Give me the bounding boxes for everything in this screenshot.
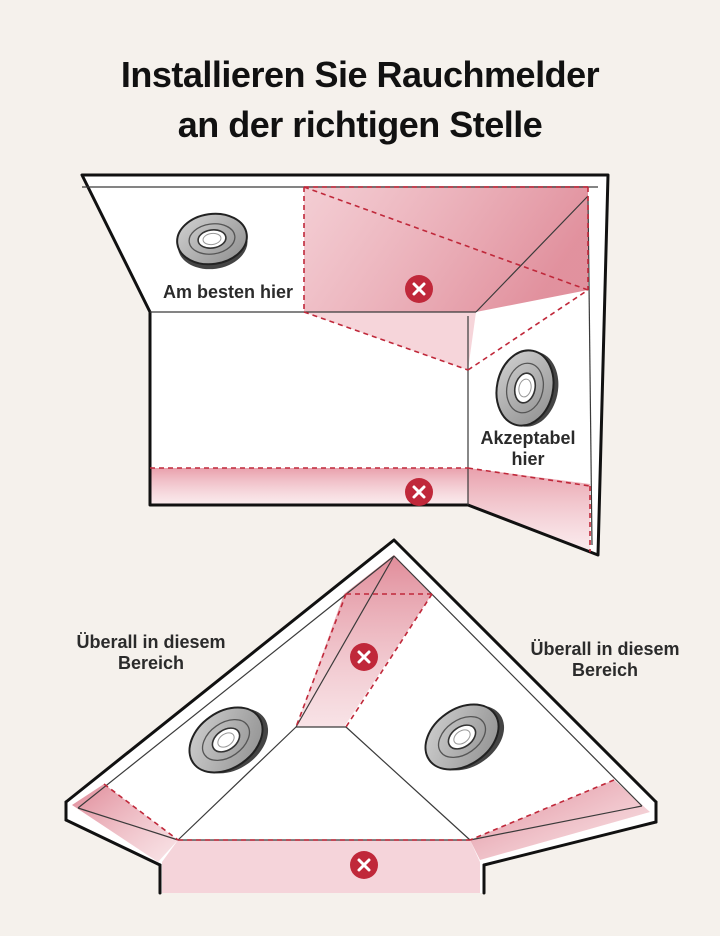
- x-circle-icon: [350, 851, 378, 879]
- x-circle-icon: [405, 275, 433, 303]
- top-bottom-right-no-zone: [468, 468, 590, 552]
- bottom-right-edge-no-zone: [470, 780, 650, 860]
- label-anywhere-right: Überall in diesem Bereich: [530, 639, 680, 680]
- smoke-detector-icon: [176, 212, 248, 270]
- bottom-room-outline: [64, 538, 658, 895]
- bottom-room-surface: [66, 540, 656, 893]
- top-zone-dashes: [150, 186, 591, 552]
- smoke-detector-icon: [188, 706, 269, 774]
- top-room: [80, 173, 610, 557]
- page-title: Installieren Sie Rauchmelder an der rich…: [0, 50, 720, 150]
- smoke-detector-icon: [424, 703, 505, 771]
- top-bottom-left-no-zone: [150, 468, 468, 505]
- label-anywhere-left: Überall in diesem Bereich: [76, 632, 226, 673]
- label-best-here: Am besten hier: [162, 282, 294, 302]
- bottom-zone-dashes: [103, 593, 615, 841]
- bottom-front-no-zone: [162, 840, 480, 893]
- title-line-2: an der richtigen Stelle: [177, 104, 543, 145]
- x-circle-icon: [350, 643, 378, 671]
- bottom-room: [64, 538, 658, 895]
- x-circle-icon: [405, 478, 433, 506]
- title-line-1: Installieren Sie Rauchmelder: [120, 54, 600, 95]
- smoke-detector-icon: [495, 349, 559, 427]
- bottom-ridge-no-zone: [296, 555, 432, 727]
- top-ceiling-no-zone: [304, 186, 588, 312]
- label-acceptable-here: Akzeptabel hier: [480, 428, 576, 469]
